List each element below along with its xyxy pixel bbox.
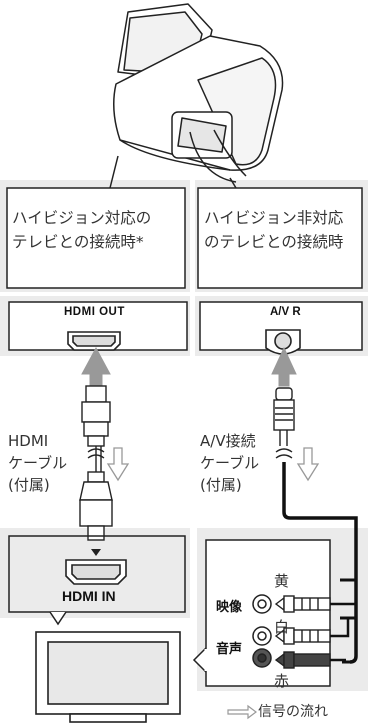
av-up-arrow-icon	[271, 346, 297, 387]
hdmi-signal-arrow-icon	[106, 447, 130, 482]
white-label: 白	[274, 618, 290, 636]
av-cable-label: A/V接続 ケーブル (付属)	[200, 432, 260, 494]
av-signal-arrow-icon	[296, 447, 320, 482]
rca-jack-icon	[252, 594, 272, 668]
tv-icon	[35, 631, 181, 723]
cable-break-mark-icon	[87, 448, 105, 459]
hdmi-in-arrow-icon	[91, 549, 101, 556]
hdmi-up-arrow-icon	[81, 346, 111, 387]
av-plug-icon	[273, 387, 295, 431]
audio-label: 音声	[216, 642, 243, 657]
hd-caption: ハイビジョン対応の テレビとの接続時*	[12, 209, 152, 251]
hdmi-in-box	[8, 535, 186, 613]
yellow-label: 黄	[274, 572, 290, 590]
signal-arrow-icon	[227, 704, 257, 720]
hdmi-plug-bottom-icon	[79, 471, 113, 541]
av-port-icon	[265, 329, 301, 355]
rca-plug-icon	[274, 595, 356, 669]
signal-flow-label: 信号の流れ	[258, 704, 328, 720]
hdmi-out-label: HDMI OUT	[64, 306, 125, 318]
hdmi-in-label: HDMI IN	[62, 588, 116, 604]
sd-caption: ハイビジョン非対応 のテレビとの接続時	[204, 209, 344, 251]
hdmi-port-icon	[67, 331, 121, 351]
hdmi-in-port-icon	[65, 559, 127, 585]
camcorder-icon	[109, 3, 284, 189]
hdmi-plug-icon	[81, 385, 111, 472]
video-label: 映像	[216, 600, 243, 615]
red-label: 赤	[274, 672, 290, 690]
av-r-label: A/V R	[270, 306, 301, 318]
av-cable-line	[282, 462, 358, 664]
hdmi-cable-label: HDMI ケーブル (付属)	[8, 432, 68, 494]
hd-callout-box	[6, 187, 186, 289]
sd-callout-box	[197, 187, 363, 289]
